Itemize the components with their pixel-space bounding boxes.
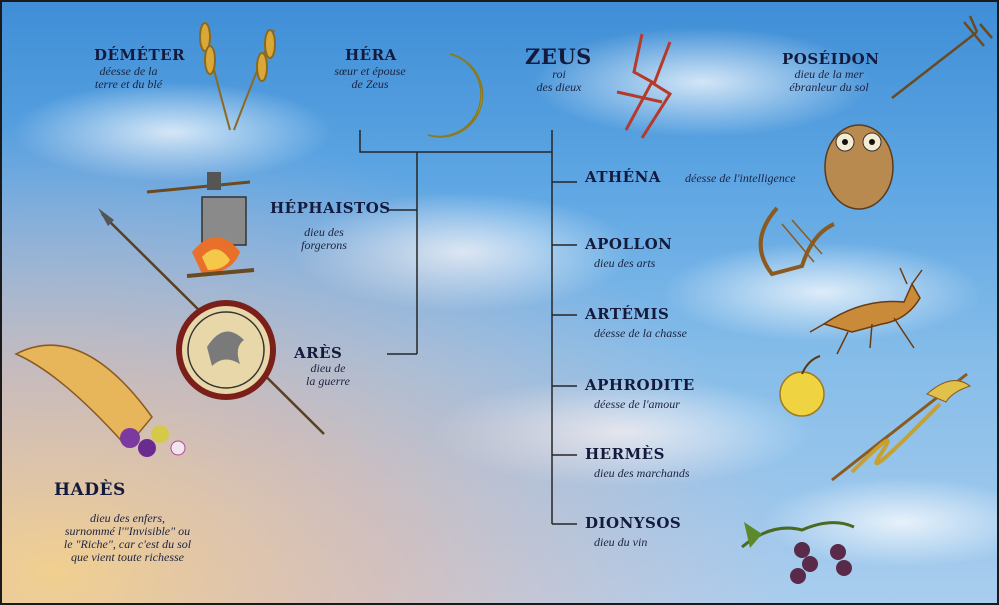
demeter-name: DÉMÉTER [94, 46, 185, 64]
artemis-description: déesse de la chasse [594, 327, 687, 340]
ares-name: ARÈS [294, 344, 342, 362]
poseidon-name: POSÉIDON [782, 50, 879, 68]
hermes-description: dieu des marchands [594, 467, 690, 480]
hephaistos-description: dieu des forgerons [284, 226, 364, 252]
apollon-name: APOLLON [585, 235, 672, 253]
aphrodite-name: APHRODITE [585, 376, 695, 394]
hades-name: HADÈS [54, 480, 126, 500]
shield-icon [179, 303, 273, 397]
poseidon-description: dieu de la mer ébranleur du sol [774, 68, 884, 94]
zeus-name: ZEUS [525, 44, 592, 69]
artemis-name: ARTÉMIS [585, 305, 669, 323]
zeus-description: roi des dieux [514, 68, 604, 94]
ares-description: dieu de la guerre [298, 362, 358, 388]
hades-description: dieu des enfers, surnommé l'"Invisible" … [40, 512, 215, 564]
aphrodite-description: déesse de l'amour [594, 398, 680, 411]
owl-icon [825, 125, 893, 209]
hephaistos-name: HÉPHAISTOS [270, 199, 391, 217]
dionysos-description: dieu du vin [594, 536, 647, 549]
hera-description: sœur et épouse de Zeus [320, 65, 420, 91]
athena-name: ATHÉNA [585, 168, 661, 186]
dionysos-name: DIONYSOS [585, 514, 681, 532]
apollon-description: dieu des arts [594, 257, 655, 270]
demeter-description: déesse de la terre et du blé [76, 65, 181, 91]
hera-name: HÉRA [345, 46, 397, 64]
athena-description: déesse de l'intelligence [685, 172, 796, 185]
hermes-name: HERMÈS [585, 445, 665, 463]
